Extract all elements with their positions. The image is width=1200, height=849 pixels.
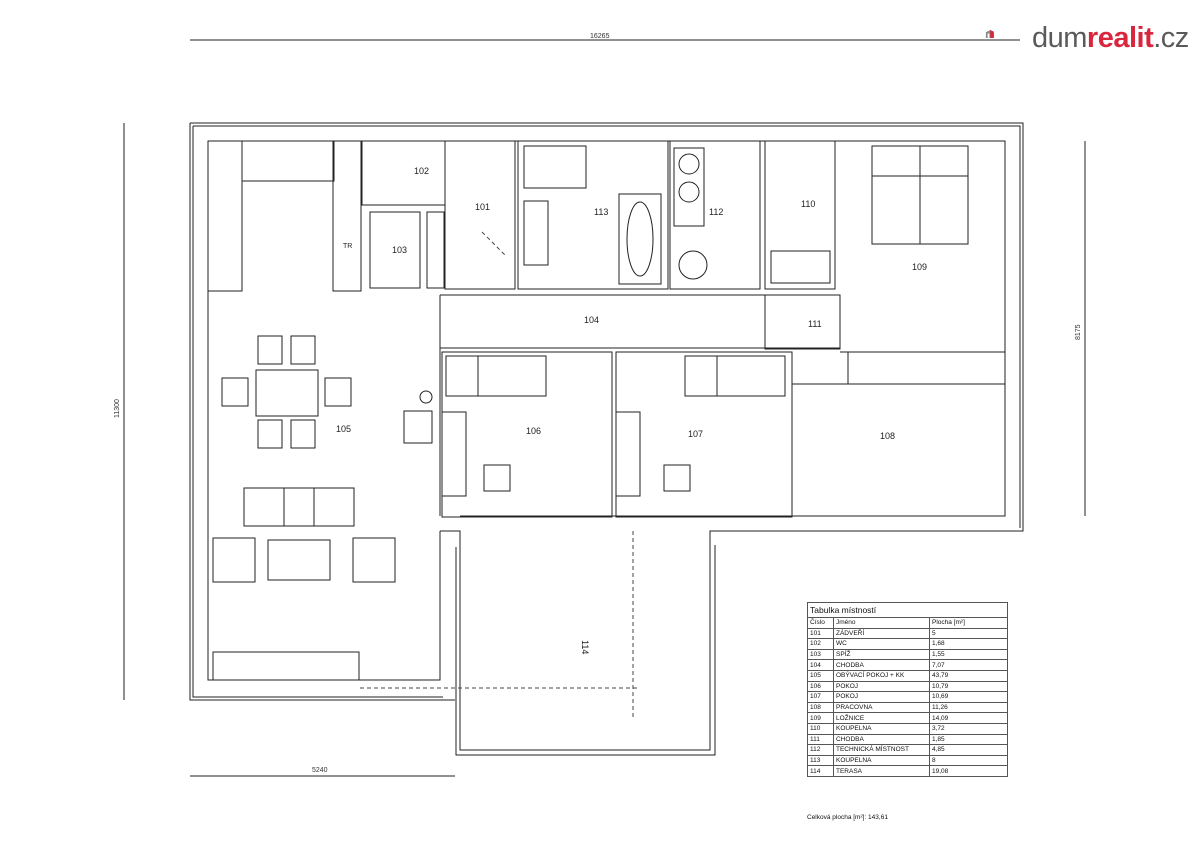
brand-name-part2: realit xyxy=(1086,22,1154,54)
room-label-109: 109 xyxy=(912,262,927,272)
room-label-101: 101 xyxy=(475,202,490,212)
table-cell: 3,72 xyxy=(928,722,1009,735)
table-cell: ZÁDVEŘÍ xyxy=(833,627,930,640)
dimension-left: 11300 xyxy=(114,399,121,418)
table-cell: 102 xyxy=(807,638,834,650)
dimension-top: 16265 xyxy=(590,33,610,40)
table-cell: 107 xyxy=(807,691,834,703)
table-cell: 113 xyxy=(807,754,834,767)
table-cell: 11,26 xyxy=(928,701,1009,714)
table-cell: POKOJ xyxy=(833,691,930,703)
table-cell: 43,79 xyxy=(928,669,1009,682)
table-cell: 5 xyxy=(928,627,1009,640)
table-cell: CHODBA xyxy=(833,659,930,671)
table-cell: 114 xyxy=(807,765,834,777)
table-cell: 10,69 xyxy=(928,691,1009,703)
table-cell: CHODBA xyxy=(833,733,930,746)
table-cell: PRACOVNA xyxy=(833,701,930,714)
room-label-102: 102 xyxy=(414,166,429,176)
table-cell: 7,07 xyxy=(928,659,1009,671)
table-cell: 1,85 xyxy=(928,733,1009,746)
table-cell: 110 xyxy=(807,722,834,735)
table-header: Číslo xyxy=(807,617,834,629)
table-cell: KOUPELNA xyxy=(833,722,930,735)
table-cell: 10,79 xyxy=(928,680,1009,693)
table-cell: 108 xyxy=(807,701,834,714)
brand-name-part1: dum xyxy=(1032,22,1087,54)
table-cell: 103 xyxy=(807,648,834,661)
table-cell: 104 xyxy=(807,659,834,671)
room-label-107: 107 xyxy=(688,429,703,439)
table-header: Plocha [m²] xyxy=(928,617,1009,629)
room-label-112: 112 xyxy=(709,207,723,217)
room-label-110: 110 xyxy=(801,199,815,209)
table-cell: WC xyxy=(833,638,930,650)
brand-name-part3: .cz xyxy=(1153,22,1189,54)
dimension-right: 8175 xyxy=(1075,324,1082,340)
table-cell: 105 xyxy=(807,669,834,682)
table-cell: 101 xyxy=(807,627,834,640)
room-label-103: 103 xyxy=(392,245,407,255)
table-cell: 1,68 xyxy=(928,638,1009,650)
table-cell: 106 xyxy=(807,680,834,693)
table-cell: 1,55 xyxy=(928,648,1009,661)
room-label-114: 114 xyxy=(580,640,590,654)
room-label-106: 106 xyxy=(526,426,541,436)
room-label-113: 113 xyxy=(594,207,608,217)
table-cell: 14,09 xyxy=(928,712,1009,724)
table-title: Tabulka místností xyxy=(806,602,1009,618)
table-cell: 8 xyxy=(928,754,1009,767)
table-cell: 19,08 xyxy=(928,765,1009,777)
logo-house-icon xyxy=(985,30,994,38)
table-cell: TERASA xyxy=(833,765,930,777)
table-cell: LOŽNICE xyxy=(833,712,930,724)
dimension-bottom: 5240 xyxy=(312,767,328,774)
table-cell: TECHNICKÁ MÍSTNOST xyxy=(833,744,930,756)
table-cell: 4,85 xyxy=(928,744,1009,756)
room-label-105: 105 xyxy=(336,424,351,434)
table-cell: 111 xyxy=(807,733,834,746)
room-label-111: 111 xyxy=(808,319,822,329)
tr-label: TR xyxy=(343,243,352,250)
room-table: Tabulka místností Číslo Jméno Plocha [m²… xyxy=(806,602,1009,777)
table-cell: OBÝVACÍ POKOJ + KK xyxy=(833,669,930,682)
room-label-108: 108 xyxy=(880,431,895,441)
table-cell: POKOJ xyxy=(833,680,930,693)
table-cell: 112 xyxy=(807,744,834,756)
room-label-104: 104 xyxy=(584,315,599,325)
brand-logo[interactable]: dumrealit.cz xyxy=(1032,22,1189,55)
table-cell: SPÍŽ xyxy=(833,648,930,661)
table-cell: 109 xyxy=(807,712,834,724)
table-cell: KOUPELNA xyxy=(833,754,930,767)
total-area: Celková plocha [m²]: 143,61 xyxy=(807,814,888,821)
table-header: Jméno xyxy=(833,617,930,629)
